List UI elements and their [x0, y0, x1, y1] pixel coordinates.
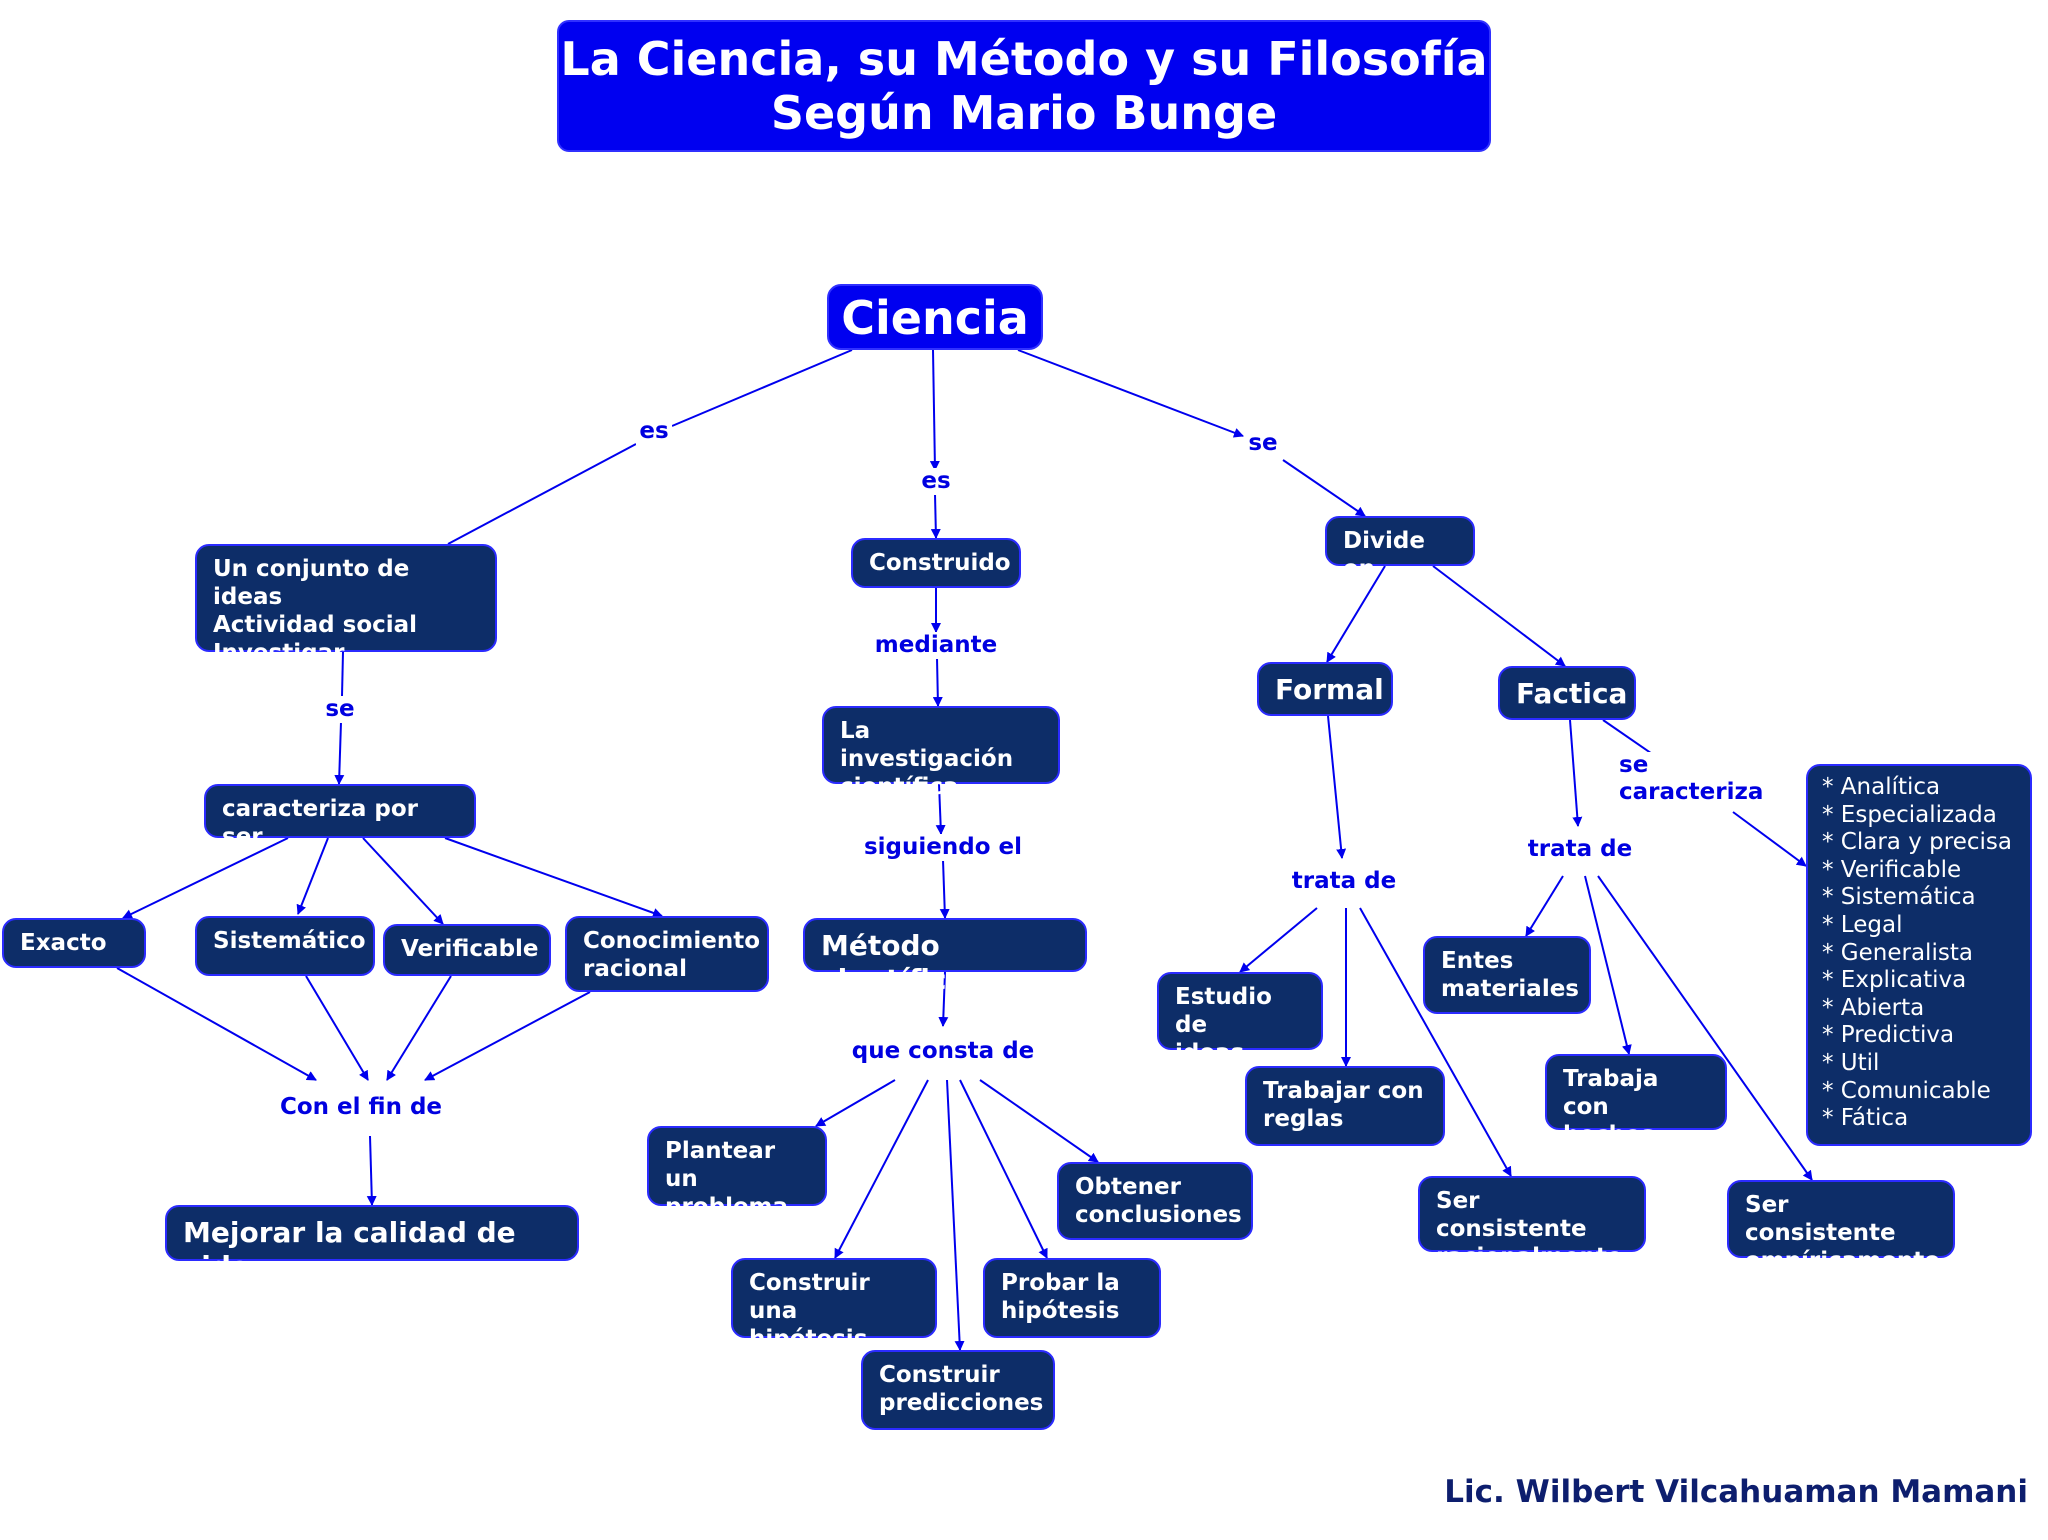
- connector-line: [946, 1079, 965, 1351]
- connector-line: [305, 975, 369, 1081]
- connector-line: [938, 971, 949, 1027]
- node-ciencia: Ciencia: [827, 284, 1043, 350]
- characteristic-item: * Util: [1822, 1049, 1880, 1076]
- node-factica: Factica: [1498, 666, 1636, 720]
- characteristic-item: * Verificable: [1822, 856, 1962, 883]
- connector-line: [1326, 565, 1386, 663]
- connector-line: [366, 1135, 377, 1206]
- node-plantear-problema: Plantear un problema: [647, 1126, 827, 1220]
- characteristic-item: * Legal: [1822, 911, 1903, 938]
- connector-line: [1525, 875, 1564, 937]
- connector-line: [959, 1079, 1048, 1259]
- connector-line: [935, 783, 946, 835]
- node-ser-consistente-empiricamente: Ser consistente empíricamente: [1727, 1180, 1955, 1274]
- node-conocimiento-racional: Conocimiento racional: [565, 916, 769, 992]
- connector-line: [386, 975, 452, 1081]
- characteristic-item: * Clara y precisa: [1822, 829, 2012, 856]
- link-es-left: es: [636, 418, 672, 445]
- link-con-el-fin-de: Con el fin de: [276, 1094, 446, 1121]
- characteristic-item: * Especializada: [1822, 801, 1997, 828]
- node-investigacion-cientifica: La investigación científica: [822, 706, 1060, 800]
- node-construir-hipotesis: Construir una hipótesis: [731, 1258, 937, 1352]
- connector-line: [362, 837, 444, 925]
- node-exacto: Exacto: [2, 918, 146, 968]
- link-se-left: se: [322, 696, 358, 723]
- node-ser-consistente-racionalmente: Ser consistente racionalmente: [1418, 1176, 1646, 1270]
- diagram-title: La Ciencia, su Método y su Filosofía Seg…: [557, 20, 1491, 152]
- connector-line: [979, 1079, 1099, 1163]
- node-trabaja-con-hechos: Trabaja con hechos: [1545, 1054, 1727, 1148]
- characteristic-item: * Analítica: [1822, 774, 1941, 800]
- connector-line: [1584, 875, 1632, 1055]
- link-mediante: mediante: [871, 632, 1001, 659]
- node-construir-predicciones: Construir predicciones: [861, 1350, 1055, 1430]
- link-es-middle: es: [918, 468, 954, 495]
- connector-line: [1282, 459, 1366, 517]
- connector-line: [930, 493, 941, 539]
- node-estudio-de-ideas: Estudio de ideas: [1157, 972, 1323, 1066]
- node-conjunto-de-ideas: Un conjunto de ideas Actividad social In…: [195, 544, 497, 666]
- connector-line: [1017, 349, 1244, 438]
- connector-line: [1327, 715, 1347, 859]
- link-se-caracteriza: se caracteriza: [1619, 752, 1767, 806]
- connector-line: [341, 651, 344, 697]
- connector-line: [334, 721, 345, 785]
- connector-line: [447, 443, 637, 545]
- connector-line: [1569, 719, 1583, 827]
- node-metodo-cientifico: Método científico: [803, 918, 1087, 996]
- connector-line: [296, 837, 329, 915]
- link-siguiendo-el: siguiendo el: [858, 834, 1028, 861]
- characteristic-item: * Explicativa: [1822, 967, 1967, 994]
- node-caracteriza-por-ser: caracteriza por ser: [204, 784, 476, 850]
- connector-line: [939, 859, 950, 919]
- connector-line: [424, 991, 591, 1081]
- title-line-1: La Ciencia, su Método y su Filosofía: [560, 32, 1488, 86]
- connector-line: [122, 837, 289, 919]
- connector-line: [1732, 811, 1807, 867]
- node-construido: Construido: [851, 538, 1021, 588]
- characteristic-item: * Predictiva: [1822, 1022, 1955, 1049]
- connector-line: [815, 1079, 896, 1127]
- node-obtener-conclusiones: Obtener conclusiones: [1057, 1162, 1253, 1240]
- characteristic-item: * Generalista: [1822, 939, 1973, 966]
- node-entes-materiales: Entes materiales: [1423, 936, 1591, 1014]
- node-probar-hipotesis: Probar la hipótesis: [983, 1258, 1161, 1338]
- node-verificable: Verificable: [383, 924, 551, 976]
- characteristic-item: * Abierta: [1822, 994, 1925, 1021]
- connector-line: [116, 967, 317, 1081]
- node-divide-en: Divide en: [1325, 516, 1475, 582]
- connector-line: [1597, 875, 1813, 1181]
- characteristic-item: * Sistemática: [1822, 884, 1976, 911]
- connector-line: [1359, 907, 1512, 1177]
- connector-line: [444, 837, 663, 918]
- link-se-right: se: [1245, 430, 1281, 457]
- connector-line: [1239, 907, 1318, 973]
- connector-line: [1432, 565, 1566, 667]
- characteristic-item: * Comunicable: [1822, 1077, 1991, 1104]
- link-que-consta-de: que consta de: [843, 1038, 1043, 1065]
- connector-line: [932, 657, 943, 707]
- node-trabajar-con-reglas: Trabajar con reglas: [1245, 1066, 1445, 1146]
- node-characteristics-list: * Analítica* Especializada* Clara y prec…: [1806, 764, 2032, 1146]
- node-formal: Formal: [1257, 662, 1393, 716]
- characteristic-item: * Fática: [1822, 1105, 1909, 1132]
- author-credit: Lic. Wilbert Vilcahuaman Mamani: [1444, 1474, 2028, 1510]
- node-mejorar-calidad-de-vida: Mejorar la calidad de vida: [165, 1205, 579, 1283]
- node-sistematico: Sistemático: [195, 916, 375, 976]
- connector-line: [671, 349, 853, 427]
- connector-line: [929, 349, 940, 471]
- link-trata-de-formal: trata de: [1284, 868, 1404, 895]
- title-line-2: Según Mario Bunge: [770, 86, 1278, 140]
- link-trata-de-factica: trata de: [1520, 836, 1640, 863]
- connector-line: [834, 1079, 929, 1259]
